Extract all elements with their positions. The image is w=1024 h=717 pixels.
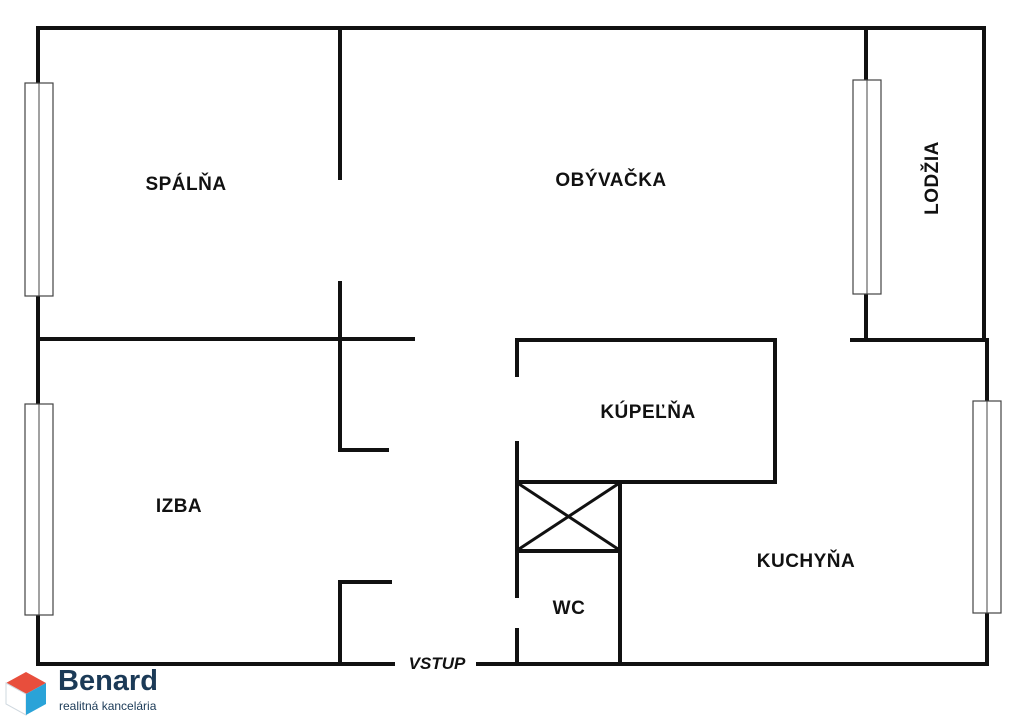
label-wc: WC <box>553 598 586 619</box>
brand-tagline: realitná kancelária <box>59 699 157 713</box>
brand-logo: Benard realitná kancelária <box>2 664 192 717</box>
installation-shaft <box>516 481 621 552</box>
label-kupelna: KÚPEĽŇA <box>600 401 695 423</box>
room-labels: SPÁLŇA OBÝVAČKA LODŽIA IZBA KÚPEĽŇA KUCH… <box>145 141 943 673</box>
label-entrance: VSTUP <box>409 654 466 673</box>
cube-logo-icon <box>5 672 46 716</box>
label-obyvacka: OBÝVAČKA <box>555 169 666 191</box>
label-lodzia: LODŽIA <box>921 141 943 215</box>
brand-name: Benard <box>58 665 158 697</box>
label-spalna: SPÁLŇA <box>145 173 226 195</box>
label-izba: IZBA <box>156 496 202 517</box>
label-kuchyna: KUCHYŇA <box>757 550 856 572</box>
windows <box>24 79 1002 616</box>
